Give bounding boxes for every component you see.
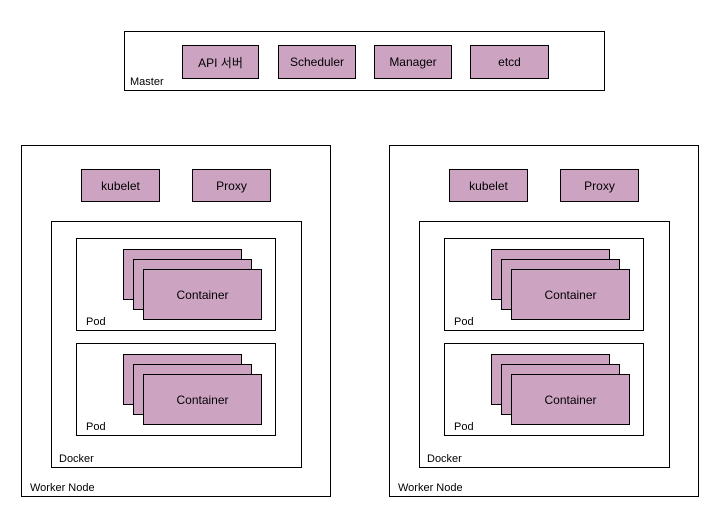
- pod-box: Container Pod: [76, 238, 276, 331]
- container-box: Container: [511, 269, 630, 320]
- pod-label: Pod: [454, 316, 474, 328]
- kubelet-service: kubelet: [81, 169, 160, 202]
- master-component-etcd: etcd: [470, 45, 549, 79]
- proxy-service: Proxy: [192, 169, 271, 202]
- pod-box: Container Pod: [444, 238, 644, 331]
- pod-box: Container Pod: [444, 343, 644, 436]
- kubelet-service: kubelet: [449, 169, 528, 202]
- pod-box: Container Pod: [76, 343, 276, 436]
- worker-node-1: kubelet Proxy Container Pod Container Po…: [21, 145, 331, 497]
- worker-node-label: Worker Node: [30, 482, 95, 494]
- master-component-api-server: API 서버: [182, 45, 259, 79]
- worker-node-2: kubelet Proxy Container Pod Container Po…: [389, 145, 699, 497]
- proxy-service: Proxy: [560, 169, 639, 202]
- container-box: Container: [143, 269, 262, 320]
- pod-label: Pod: [454, 421, 474, 433]
- master-label: Master: [130, 76, 164, 88]
- pod-label: Pod: [86, 421, 106, 433]
- master-component-scheduler: Scheduler: [278, 45, 356, 79]
- worker-node-label: Worker Node: [398, 482, 463, 494]
- master-component-manager: Manager: [374, 45, 452, 79]
- docker-label: Docker: [427, 453, 462, 465]
- container-box: Container: [143, 374, 262, 425]
- docker-runtime-box: Container Pod Container Pod Docker: [51, 221, 302, 468]
- master-box: API 서버 Scheduler Manager etcd Master: [124, 31, 605, 91]
- pod-label: Pod: [86, 316, 106, 328]
- container-box: Container: [511, 374, 630, 425]
- docker-label: Docker: [59, 453, 94, 465]
- docker-runtime-box: Container Pod Container Pod Docker: [419, 221, 670, 468]
